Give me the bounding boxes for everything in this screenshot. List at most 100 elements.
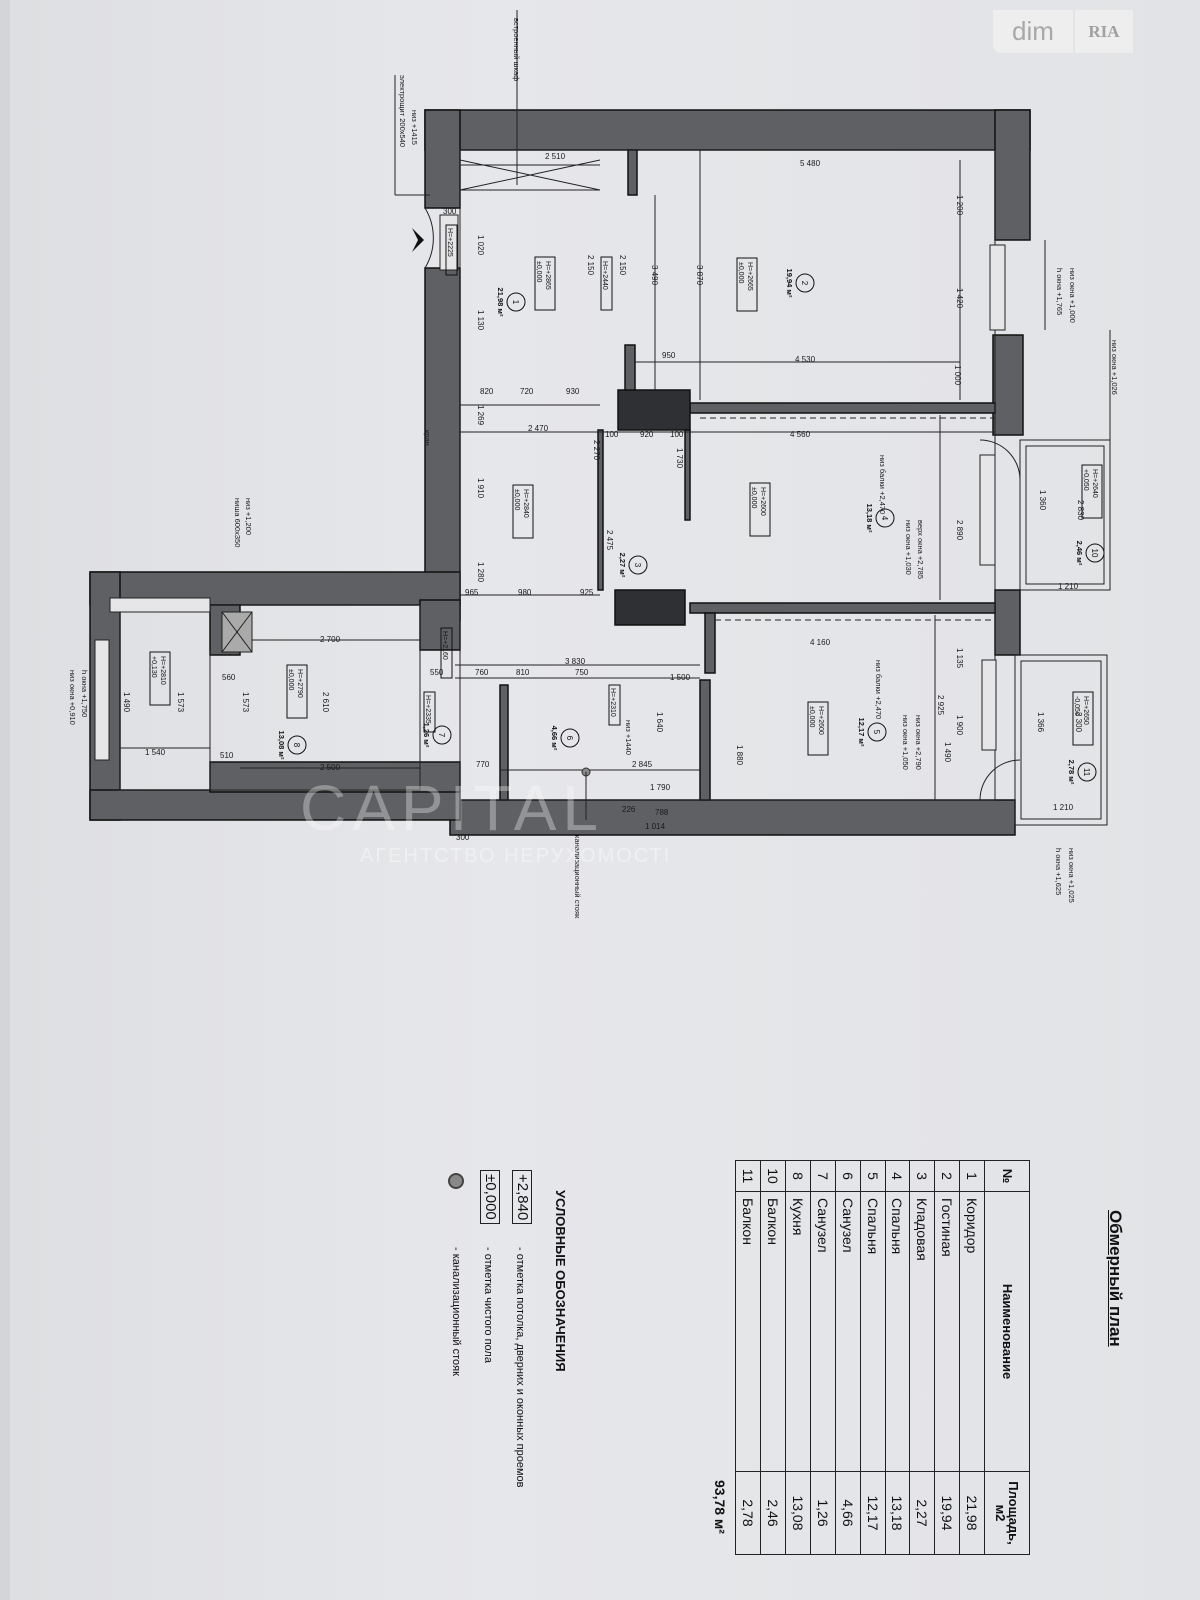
room-number: 10	[1090, 549, 1099, 558]
note-window-height: h окна +1,750	[80, 670, 89, 717]
cell-area: 12,17	[860, 1471, 886, 1555]
dimension: 950	[662, 351, 676, 360]
note-panel-height: низ +1415	[410, 110, 419, 145]
dimension: 1 000	[953, 365, 962, 386]
dimension: 2 890	[955, 520, 964, 541]
height-mark: H=+2440	[601, 261, 608, 290]
dimension: 3 830	[565, 657, 586, 666]
dimension: 1 200	[955, 195, 964, 216]
dimension: 930	[566, 387, 580, 396]
total-area: 93,78 м²	[712, 1480, 728, 1534]
wall-left	[424, 267, 461, 621]
balcony-10-inner	[1025, 445, 1105, 585]
cell-name: Балкон	[735, 1191, 761, 1472]
dimension: 3 870	[695, 265, 704, 286]
legend-floor-mark-text: - отметка чистого пола	[482, 1247, 494, 1363]
radiator-balcony	[109, 597, 211, 613]
dimension: 770	[476, 760, 490, 769]
height-mark: H=+2160	[441, 631, 448, 660]
dimension: 920	[640, 430, 654, 439]
column-name: Наименование	[984, 1191, 1030, 1472]
dimension: 2 475	[605, 530, 614, 551]
room-height: H=+2640	[1091, 469, 1098, 498]
height-mark: H=+2225	[446, 228, 453, 257]
dimension: 100	[605, 430, 619, 439]
wall-room5-left	[704, 612, 716, 674]
room-area: 13,18 м²	[865, 504, 874, 533]
legend-floor-mark-symbol: ±0,000	[480, 1170, 500, 1224]
dimension: 720	[520, 387, 534, 396]
room-area: 12,17 м²	[857, 718, 866, 747]
dimension: 980	[518, 588, 532, 597]
radiator-room5	[981, 659, 997, 751]
dimension: 2 830	[1076, 500, 1085, 521]
dimension: 2 845	[632, 760, 653, 769]
radiators	[94, 214, 1006, 761]
interior-outline	[459, 149, 996, 801]
note-beam: низ балки +2,470	[874, 660, 883, 719]
dimension: 1 280	[476, 562, 485, 583]
logo-dim: dim	[993, 10, 1073, 53]
note-window-bottom: низ окна +1,025	[1067, 848, 1076, 903]
note-window-top: низ окна +2,790	[914, 715, 923, 770]
cell-no: 3	[909, 1160, 935, 1192]
legend-sewer-riser-text: - канализационный стояк	[450, 1247, 462, 1376]
note-window-bottom: низ окна +0,910	[68, 670, 77, 725]
balcony-11-outline	[1014, 654, 1108, 826]
room-area: 21,98 м²	[496, 288, 505, 317]
cell-name: Санузел	[810, 1191, 836, 1472]
dimension: 2 510	[545, 152, 566, 161]
dimension: 100	[670, 430, 684, 439]
cell-area: 2,27	[909, 1471, 935, 1555]
dimension: 810	[516, 668, 530, 677]
radiator-room4	[979, 454, 996, 566]
note-niche-height: низ +1,200	[244, 498, 253, 535]
cell-name: Коридор	[959, 1191, 985, 1472]
note-window-height: h окна +1,765	[1055, 268, 1064, 315]
cell-name: Спальня	[860, 1191, 886, 1472]
cell-no: 4	[885, 1160, 910, 1192]
room-area: 13,08 м²	[277, 731, 286, 760]
cell-no: 6	[835, 1160, 861, 1192]
walls	[89, 109, 1031, 836]
room-area: 2,78 м²	[1067, 760, 1076, 785]
room-number: 11	[1082, 768, 1091, 777]
dimension: 1 210	[1053, 803, 1074, 812]
height-mark: H=+2840	[522, 489, 529, 518]
cell-name: Санузел	[835, 1191, 861, 1472]
dimension: 1 014	[645, 822, 666, 831]
logo-ria: RIA	[1075, 10, 1133, 53]
floor-level: ±0,000	[808, 706, 815, 727]
room-area: 4,66 м²	[550, 726, 559, 751]
cell-area: 13,08	[785, 1471, 811, 1555]
room-height: H=+2665	[746, 262, 753, 291]
note-built-in-wardrobe: встроенный шкаф	[512, 18, 521, 81]
height-mark: H=+2810	[159, 656, 166, 685]
note-beam: низ балки +2,470	[878, 455, 887, 514]
cell-area: 19,94	[934, 1471, 960, 1555]
column-1	[617, 389, 691, 431]
room-height: H=+2790	[296, 669, 303, 698]
dimension: 1 420	[955, 288, 964, 309]
legend-title: УСЛОВНЫЕ ОБОЗНАЧЕНИЯ	[553, 1190, 568, 1372]
wall-partition-1	[627, 149, 638, 196]
floor-level: ±0,000	[513, 489, 520, 510]
room-height: H=+2600	[759, 487, 766, 516]
table-header: № Наименование Площадь, м2	[984, 1160, 1030, 1555]
cell-no: 8	[785, 1160, 811, 1192]
room-height: H=+2650	[1082, 696, 1089, 725]
room-area: 19,94 м²	[785, 269, 794, 298]
column-area: Площадь, м2	[984, 1471, 1030, 1555]
dimension: 1 135	[955, 648, 964, 669]
dimension: 4 160	[810, 638, 831, 647]
entrance-door-frame	[439, 214, 459, 271]
capital-watermark: CAPITAL АГЕНТСТВО НЕРУХОМОСТІ	[300, 772, 669, 867]
note-window-bottom: низ окна +1,000	[1068, 268, 1077, 323]
